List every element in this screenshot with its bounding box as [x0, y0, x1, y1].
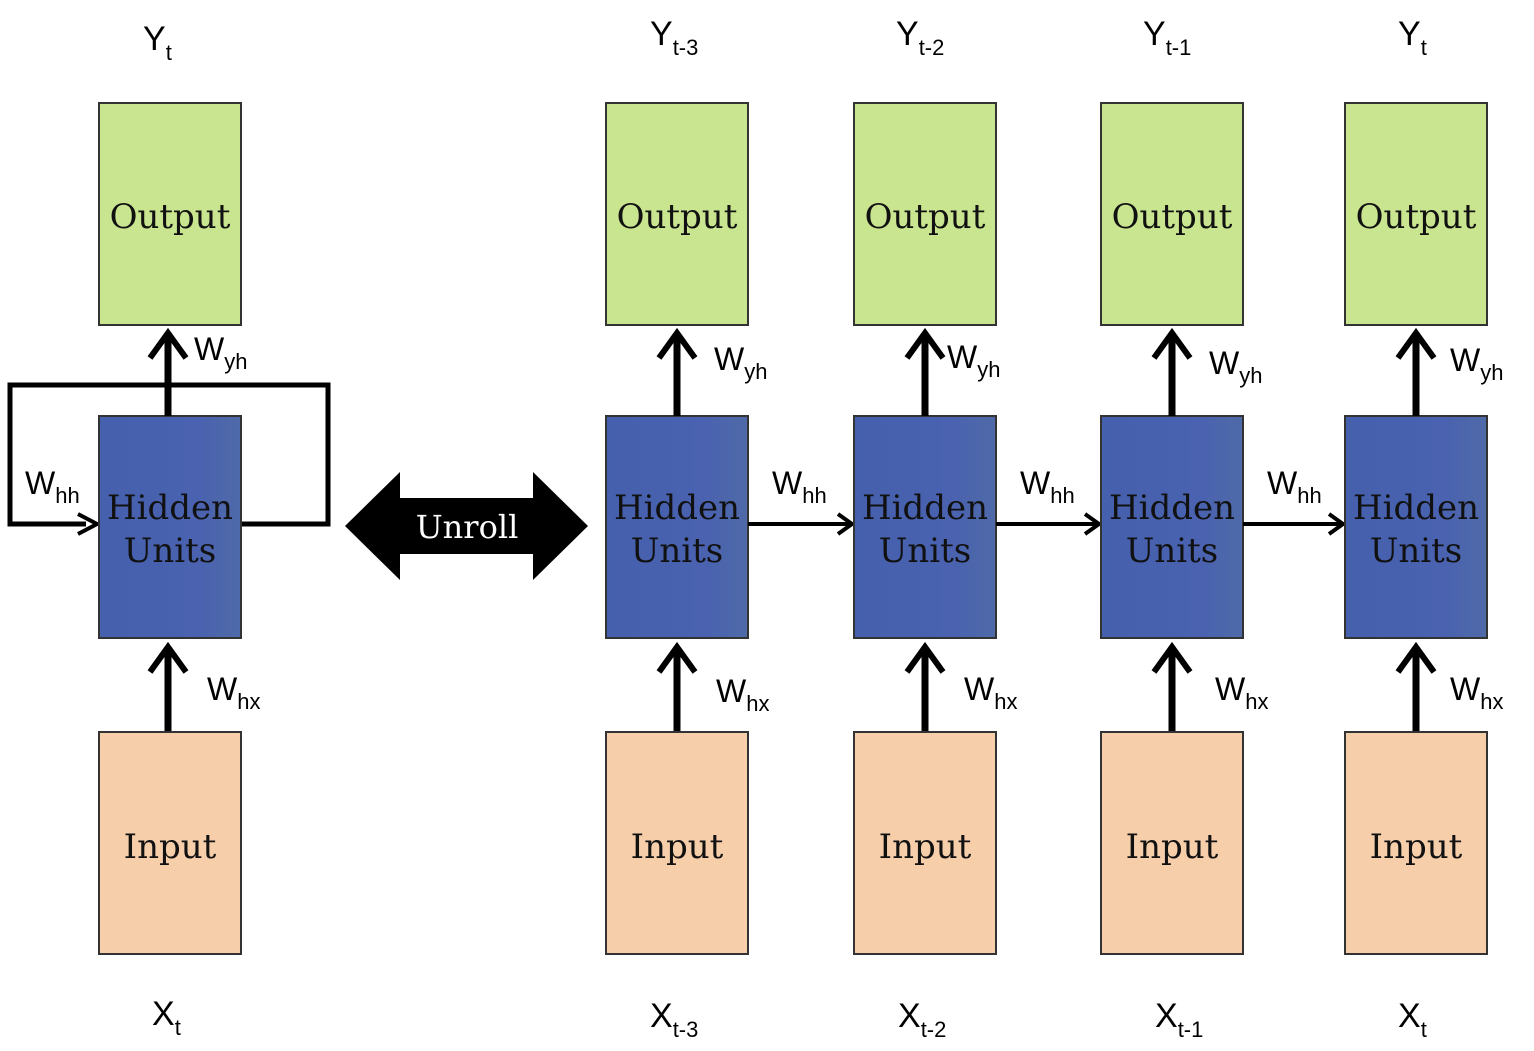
step-hidden-box [1100, 415, 1244, 639]
step-whx-arrowhead [656, 641, 698, 674]
step-whh-arrowhead [1327, 512, 1347, 536]
folded-hidden-label-line1: Hidden [107, 488, 233, 528]
step-input-label: Input [631, 827, 724, 867]
step-input-label: Input [1126, 827, 1219, 867]
step-hidden-label-line2: Units [631, 531, 724, 571]
step-input-symbol: Xt-2 [898, 997, 946, 1042]
step-output-symbol: Yt-3 [650, 15, 698, 60]
step-output-symbol: Yt [1398, 15, 1427, 60]
step-whx-arrowhead [1395, 641, 1437, 674]
step-output-label: Output [1356, 197, 1477, 237]
step-wyh-arrowhead [1395, 327, 1437, 360]
step-whx-label: Whx [1215, 671, 1268, 714]
step-input-label: Input [879, 827, 972, 867]
recurrent-loop-arrowhead [77, 512, 102, 536]
unroll-label: Unroll [416, 508, 519, 546]
folded-input-box [98, 731, 242, 955]
folded-hidden-label-line2: Units [124, 531, 217, 571]
folded-rnn: Yt Output Hidden Units Whh Wyh Whx Input [7, 20, 331, 1040]
step-hidden-label-line1: Hidden [862, 488, 988, 528]
step-hidden-box [853, 415, 997, 639]
folded-input-symbol: Xt [152, 995, 181, 1040]
step-whx-arrowhead [904, 641, 946, 674]
unroll-double-arrow-shape [345, 472, 588, 580]
folded-output-label: Output [110, 197, 231, 237]
step-whh-label: Whh [1020, 465, 1075, 508]
step-input-box [1344, 731, 1488, 955]
step-input-box [1100, 731, 1244, 955]
step-wyh-arrowhead [1151, 327, 1193, 360]
step-wyh-label: Wyh [947, 339, 1000, 382]
folded-whx-label: Whx [207, 671, 260, 714]
folded-whx-arrowhead [147, 641, 189, 674]
step-whh-label: Whh [1267, 465, 1322, 508]
step-input-symbol: Xt-3 [650, 997, 698, 1042]
step-whh-label: Whh [772, 465, 827, 508]
step-output-label: Output [1112, 197, 1233, 237]
step-whx-arrowhead [1151, 641, 1193, 674]
step-input-symbol: Xt-1 [1155, 997, 1203, 1042]
step-input-label: Input [1370, 827, 1463, 867]
step-wyh-label: Wyh [714, 341, 767, 384]
folded-output-symbol: Yt [143, 20, 172, 65]
step-hidden-box [1344, 415, 1488, 639]
step-hidden-label-line2: Units [1370, 531, 1463, 571]
step-input-box [853, 731, 997, 955]
step-hidden-label-line1: Hidden [1353, 488, 1479, 528]
step-wyh-label: Wyh [1450, 342, 1503, 385]
step-output-box [853, 102, 997, 326]
step-hidden-label-line2: Units [879, 531, 972, 571]
step-hidden-label-line1: Hidden [614, 488, 740, 528]
folded-wyh-label: Wyh [194, 331, 247, 374]
step-wyh-arrowhead [904, 327, 946, 360]
step-whx-label: Whx [716, 673, 769, 716]
folded-whh-label: Whh [25, 465, 80, 508]
step-whh-arrowhead [1083, 512, 1103, 536]
step-output-symbol: Yt-2 [896, 15, 944, 60]
step-output-symbol: Yt-1 [1143, 15, 1191, 60]
folded-wyh-arrowhead [147, 327, 189, 360]
step-whx-label: Whx [964, 671, 1017, 714]
step-output-box [1100, 102, 1244, 326]
folded-input-label: Input [124, 827, 217, 867]
step-wyh-label: Wyh [1209, 345, 1262, 388]
step-output-box [1344, 102, 1488, 326]
folded-output-box [98, 102, 242, 326]
step-output-label: Output [617, 197, 738, 237]
step-output-box [605, 102, 749, 326]
step-hidden-label-line2: Units [1126, 531, 1219, 571]
step-wyh-arrowhead [656, 327, 698, 360]
step-output-label: Output [865, 197, 986, 237]
step-input-box [605, 731, 749, 955]
step-input-symbol: Xt [1398, 997, 1427, 1042]
step-whx-label: Whx [1450, 671, 1503, 714]
unroll-arrow: Unroll [345, 472, 588, 580]
step-whh-arrowhead [836, 512, 856, 536]
step-hidden-label-line1: Hidden [1109, 488, 1235, 528]
unrolled-rnn: Yt-3OutputHiddenUnitsWyhWhxInputXt-3WhhY… [605, 15, 1503, 1042]
